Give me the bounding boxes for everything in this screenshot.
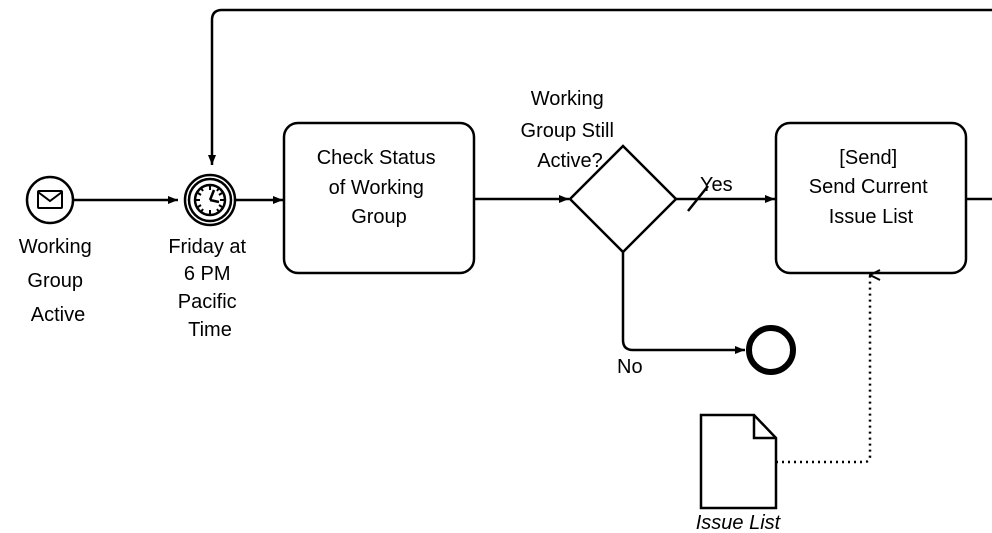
task-check-status[interactable]: Check Status of Working Group (282, 121, 476, 275)
loop-back-flow (208, 8, 992, 165)
envelope-icon (37, 190, 63, 209)
end-event[interactable] (746, 325, 796, 375)
gateway-label: Working Group Still Active? (521, 88, 620, 172)
data-object-label: Issue List (696, 512, 782, 533)
end-circle-icon (746, 325, 796, 375)
timer-event-label: Friday at 6 PM Pacific Time (168, 236, 251, 341)
document-icon (699, 413, 778, 510)
timer-event[interactable] (183, 173, 237, 227)
task-send-label: [Send] Send Current Issue List (809, 147, 934, 228)
flow-no (621, 252, 745, 354)
flow-yes-label: Yes (700, 174, 733, 196)
start-event[interactable] (25, 175, 75, 225)
task-send-issue-list[interactable]: [Send] Send Current Issue List (774, 121, 968, 275)
task-check-status-label: Check Status of Working Group (317, 147, 442, 228)
clock-icon (193, 183, 227, 217)
flow-no-label: No (617, 356, 643, 378)
data-object-issue-list[interactable] (699, 413, 778, 510)
start-event-label: Working Group Active (19, 236, 98, 326)
data-association (776, 275, 870, 464)
default-flow-marker (687, 185, 709, 212)
